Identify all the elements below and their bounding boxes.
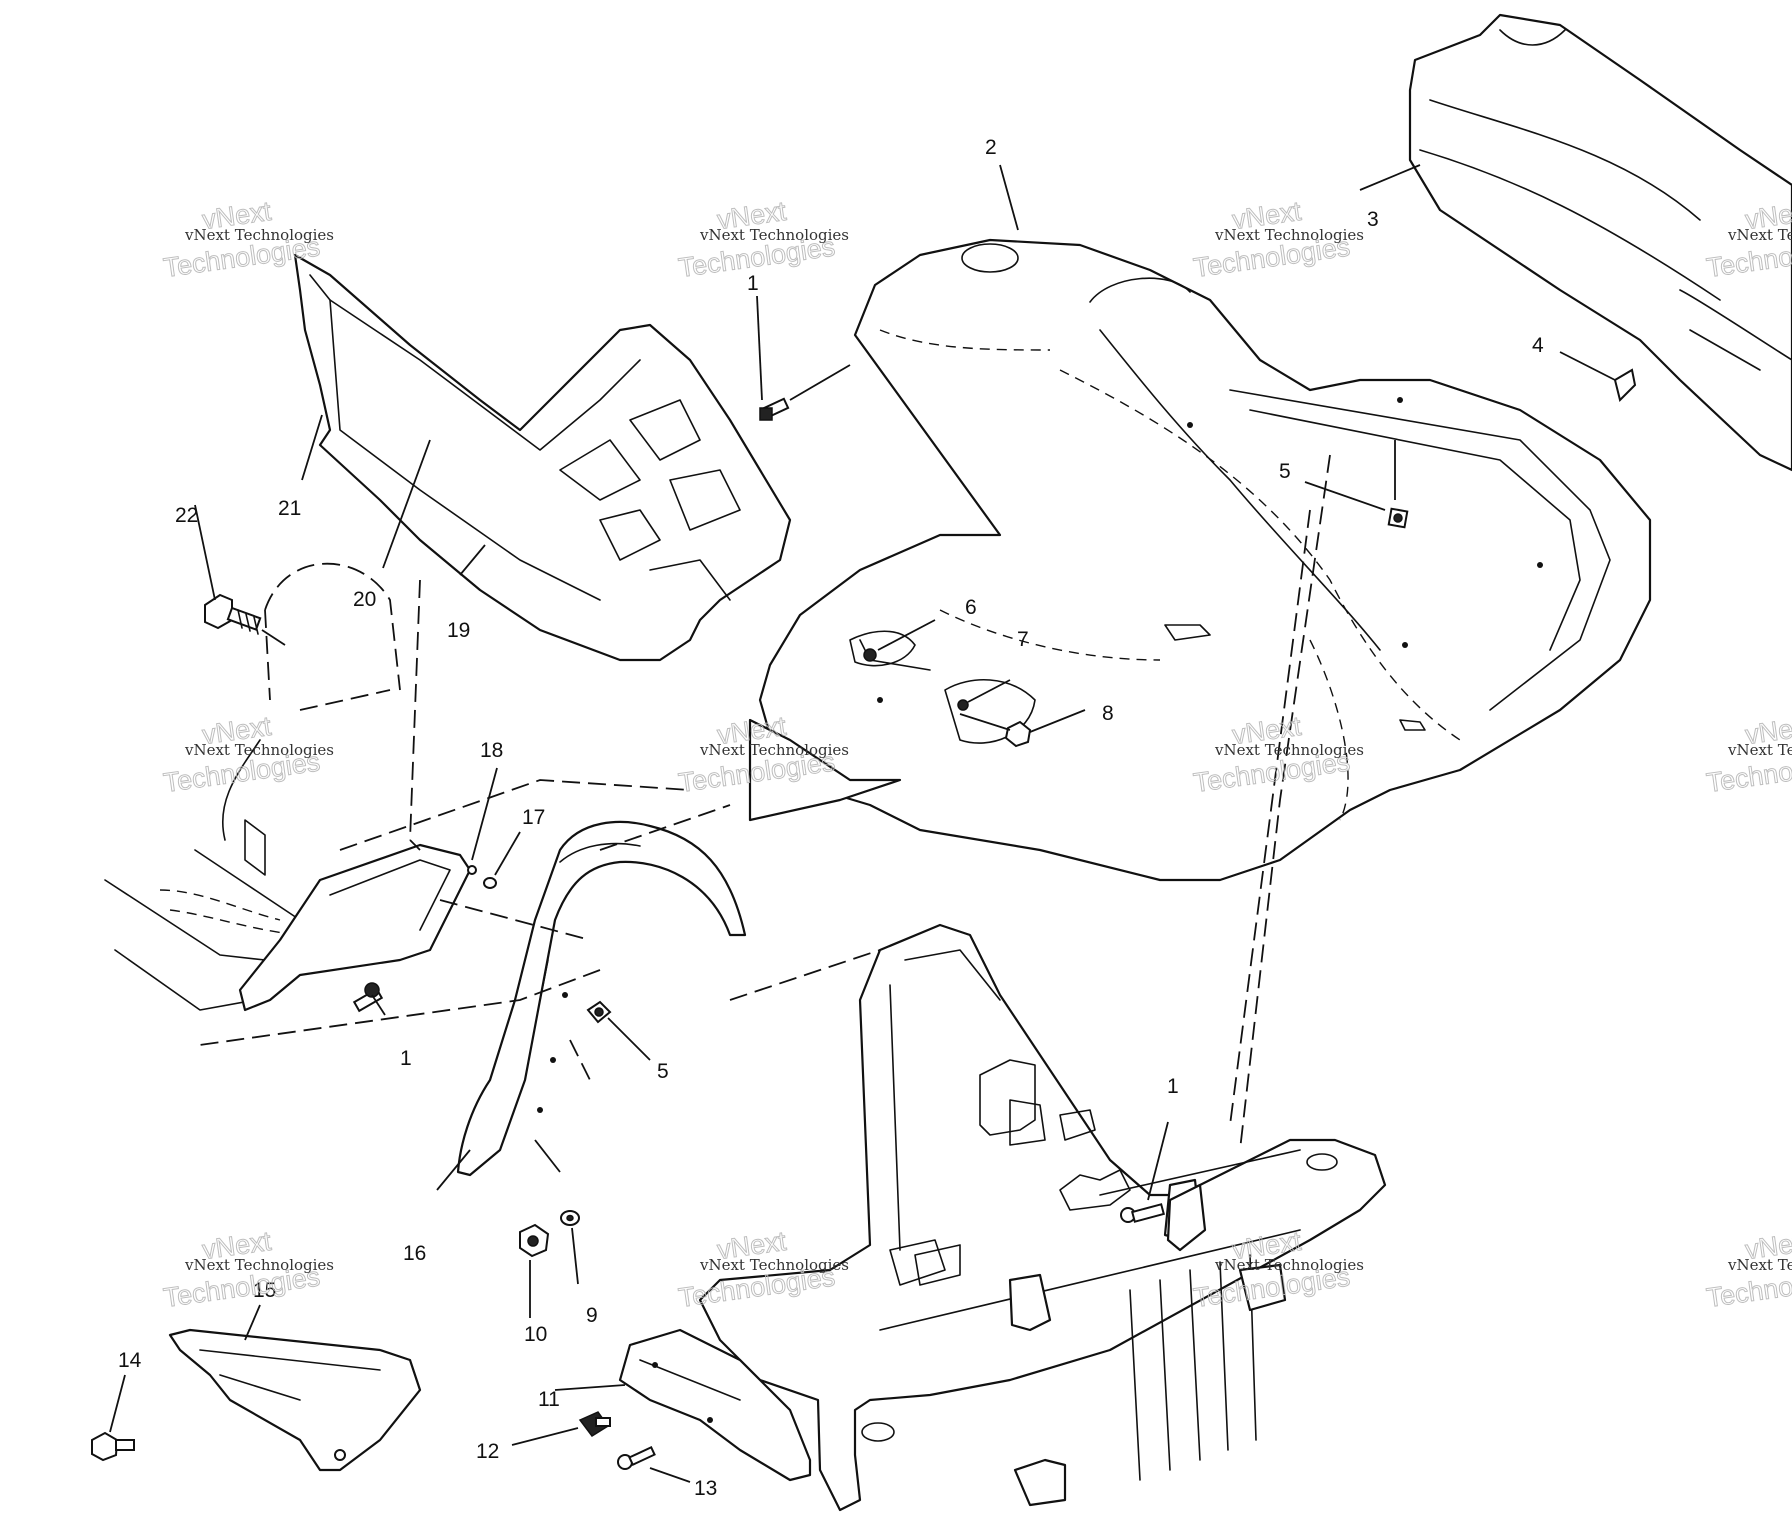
watermark-11: vNext Technologies vNext Technologies: [1704, 710, 1792, 798]
callout-1-right: 1: [1167, 1075, 1179, 1098]
callout-7: 7: [1017, 628, 1029, 651]
callout-10: 10: [524, 1323, 547, 1346]
front-cabinet-fender: [748, 238, 1652, 882]
hardware: [91, 364, 1637, 1470]
callout-18: 18: [480, 739, 503, 762]
watermark-7: vNext Technologies vNext Technologies: [161, 1225, 334, 1313]
screw-1-mid: [352, 982, 384, 1013]
callout-3: 3: [1367, 208, 1379, 231]
fender-flare: [456, 820, 747, 1177]
svg-text:vNext Technologies: vNext Technologies: [1727, 226, 1792, 244]
svg-text:vNext Technologies: vNext Technologies: [184, 226, 334, 244]
callout-14: 14: [118, 1349, 142, 1372]
assembly-lines: [199, 454, 1331, 1151]
screw-6: [849, 619, 936, 667]
callout-11: 11: [538, 1388, 560, 1411]
svg-text:vNext Technologies: vNext Technologies: [1727, 1256, 1792, 1274]
nut-8: [1004, 720, 1032, 748]
left-floor-panel: [293, 253, 792, 662]
washer-17: [483, 877, 497, 889]
front-shield: [618, 1328, 812, 1482]
callout-20: 20: [353, 588, 376, 611]
front-frame-assembly: [698, 923, 1387, 1512]
callout-2: 2: [985, 136, 997, 159]
left-footrest: [104, 739, 472, 1012]
callout-16: 16: [403, 1242, 426, 1265]
push-rivet-12: [578, 1411, 611, 1438]
callout-15: 15: [253, 1279, 276, 1302]
washer-9: [560, 1210, 580, 1226]
callout-17: 17: [522, 806, 545, 829]
bolt-22: [204, 593, 286, 646]
callout-12: 12: [476, 1440, 499, 1463]
clip-5-mid: [586, 1000, 612, 1024]
svg-text:vNext Technologies: vNext Technologies: [699, 1256, 849, 1274]
callout-4: 4: [1532, 334, 1544, 357]
callout-5-mid: 5: [657, 1060, 669, 1083]
callout-1-top: 1: [747, 272, 759, 295]
callout-8: 8: [1102, 702, 1114, 725]
svg-text:vNext Technologies: vNext Technologies: [1214, 1256, 1364, 1274]
svg-text:vNext Technologies: vNext Technologies: [1214, 741, 1364, 759]
callout-1-mid: 1: [400, 1047, 412, 1070]
watermark-12: vNext Technologies vNext Technologies: [1704, 1225, 1792, 1313]
svg-text:vNext Technologies: vNext Technologies: [184, 1256, 334, 1274]
bolt-14: [91, 1431, 135, 1462]
callout-5-top: 5: [1279, 460, 1291, 483]
callout-19: 19: [447, 619, 470, 642]
svg-text:vNext Technologies: vNext Technologies: [184, 741, 334, 759]
callout-13: 13: [694, 1477, 717, 1500]
rivet-7: [944, 678, 1036, 744]
callout-21: 21: [278, 497, 301, 520]
callout-9: 9: [586, 1304, 598, 1327]
svg-text:vNext Technologies: vNext Technologies: [699, 226, 849, 244]
watermark-4: vNext Technologies vNext Technologies: [161, 710, 334, 798]
pin-18: [467, 865, 477, 875]
callout-labels: 1 1 1 2 3 4 5 5 6 7 8 9 10 11 12 13 14 1…: [118, 136, 1544, 1500]
watermark-2: vNext Technologies vNext Technologies: [676, 195, 849, 283]
leader-lines: [109, 164, 1616, 1483]
clip-4: [1613, 368, 1637, 402]
bolt-1-right: [1120, 1183, 1207, 1252]
svg-text:vNext Technologies: vNext Technologies: [1727, 741, 1792, 759]
rear-rack-cover: [1408, 13, 1792, 472]
callout-6: 6: [965, 596, 977, 619]
callout-22: 22: [175, 504, 198, 527]
svg-text:vNext Technologies: vNext Technologies: [699, 741, 849, 759]
clip-5-top: [1387, 507, 1409, 529]
svg-text:vNext Technologies: vNext Technologies: [1214, 226, 1364, 244]
nut-10: [519, 1223, 550, 1258]
skid-plate: [168, 1328, 422, 1472]
watermark-3: vNext Technologies vNext Technologies: [1191, 195, 1364, 283]
screw-1-top: [759, 364, 851, 421]
screw-13: [617, 1445, 656, 1470]
